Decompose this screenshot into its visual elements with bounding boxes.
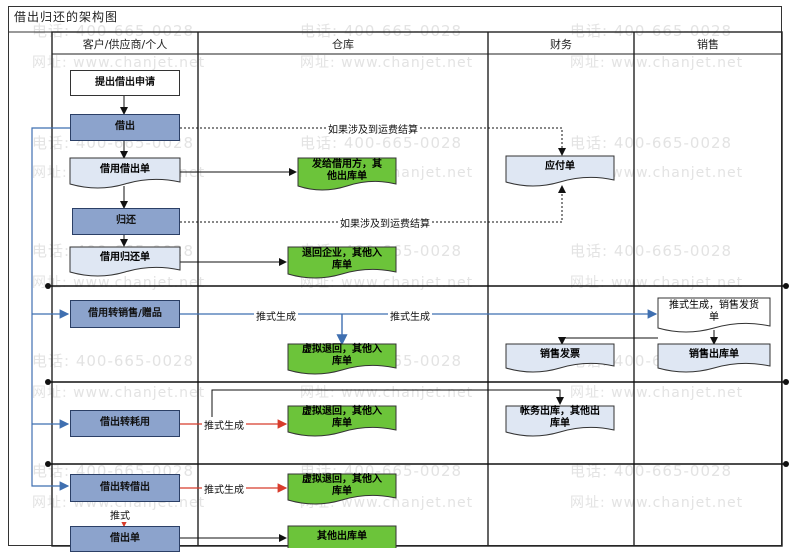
- doc-return: 借用归还单: [100, 251, 150, 263]
- diagram-title: 借出归还的架构图: [14, 10, 119, 24]
- node-return: 归还: [72, 208, 180, 235]
- node-to-lend: 借出转借出: [70, 474, 180, 502]
- lane-header-customer: 客户/供应商/个人: [82, 38, 168, 51]
- node-to-sale: 借用转销售/赠品: [70, 300, 180, 328]
- node-to-consume: 借出转耗用: [70, 410, 180, 437]
- doc-sale-out: 销售出库单: [689, 348, 739, 360]
- edge-label-freight-1: 如果涉及到运费结算: [326, 121, 420, 136]
- doc-acct-out: 帐务出库，其他出库单: [520, 405, 600, 430]
- edge-label-freight-2: 如果涉及到运费结算: [338, 215, 432, 230]
- doc-virtual-in-1: 虚拟退回，其他入库单: [302, 343, 382, 368]
- doc-other-out-1: 发给借用方，其他出库单: [312, 158, 382, 183]
- doc-virtual-in-3: 虚拟退回，其他入库单: [302, 473, 382, 498]
- node-apply: 提出借出申请: [70, 70, 180, 96]
- doc-ship: 推式生成，销售发货单: [669, 299, 759, 324]
- edge-label-push-3: 推式生成: [202, 417, 246, 432]
- doc-payable: 应付单: [545, 160, 575, 172]
- edge-label-push-2: 推式生成: [388, 308, 432, 323]
- lane-header-sales: 销售: [697, 38, 719, 51]
- doc-other-out-2: 其他出库单: [317, 530, 367, 542]
- edge-label-push-1: 推式生成: [254, 308, 298, 323]
- doc-invoice: 销售发票: [540, 348, 580, 360]
- node-lend-doc-2: 借出单: [70, 526, 180, 552]
- edge-label-push-5: 推式: [108, 507, 132, 522]
- edge-label-push-4: 推式生成: [202, 481, 246, 496]
- node-lend: 借出: [70, 114, 180, 141]
- lane-header-finance: 财务: [550, 38, 572, 51]
- lane-header-warehouse: 仓库: [332, 38, 354, 51]
- doc-virtual-in-2: 虚拟退回，其他入库单: [302, 405, 382, 430]
- diagram-frame: [8, 6, 782, 546]
- doc-other-in-1: 退回企业，其他入库单: [302, 247, 382, 272]
- doc-lend: 借用借出单: [100, 163, 150, 175]
